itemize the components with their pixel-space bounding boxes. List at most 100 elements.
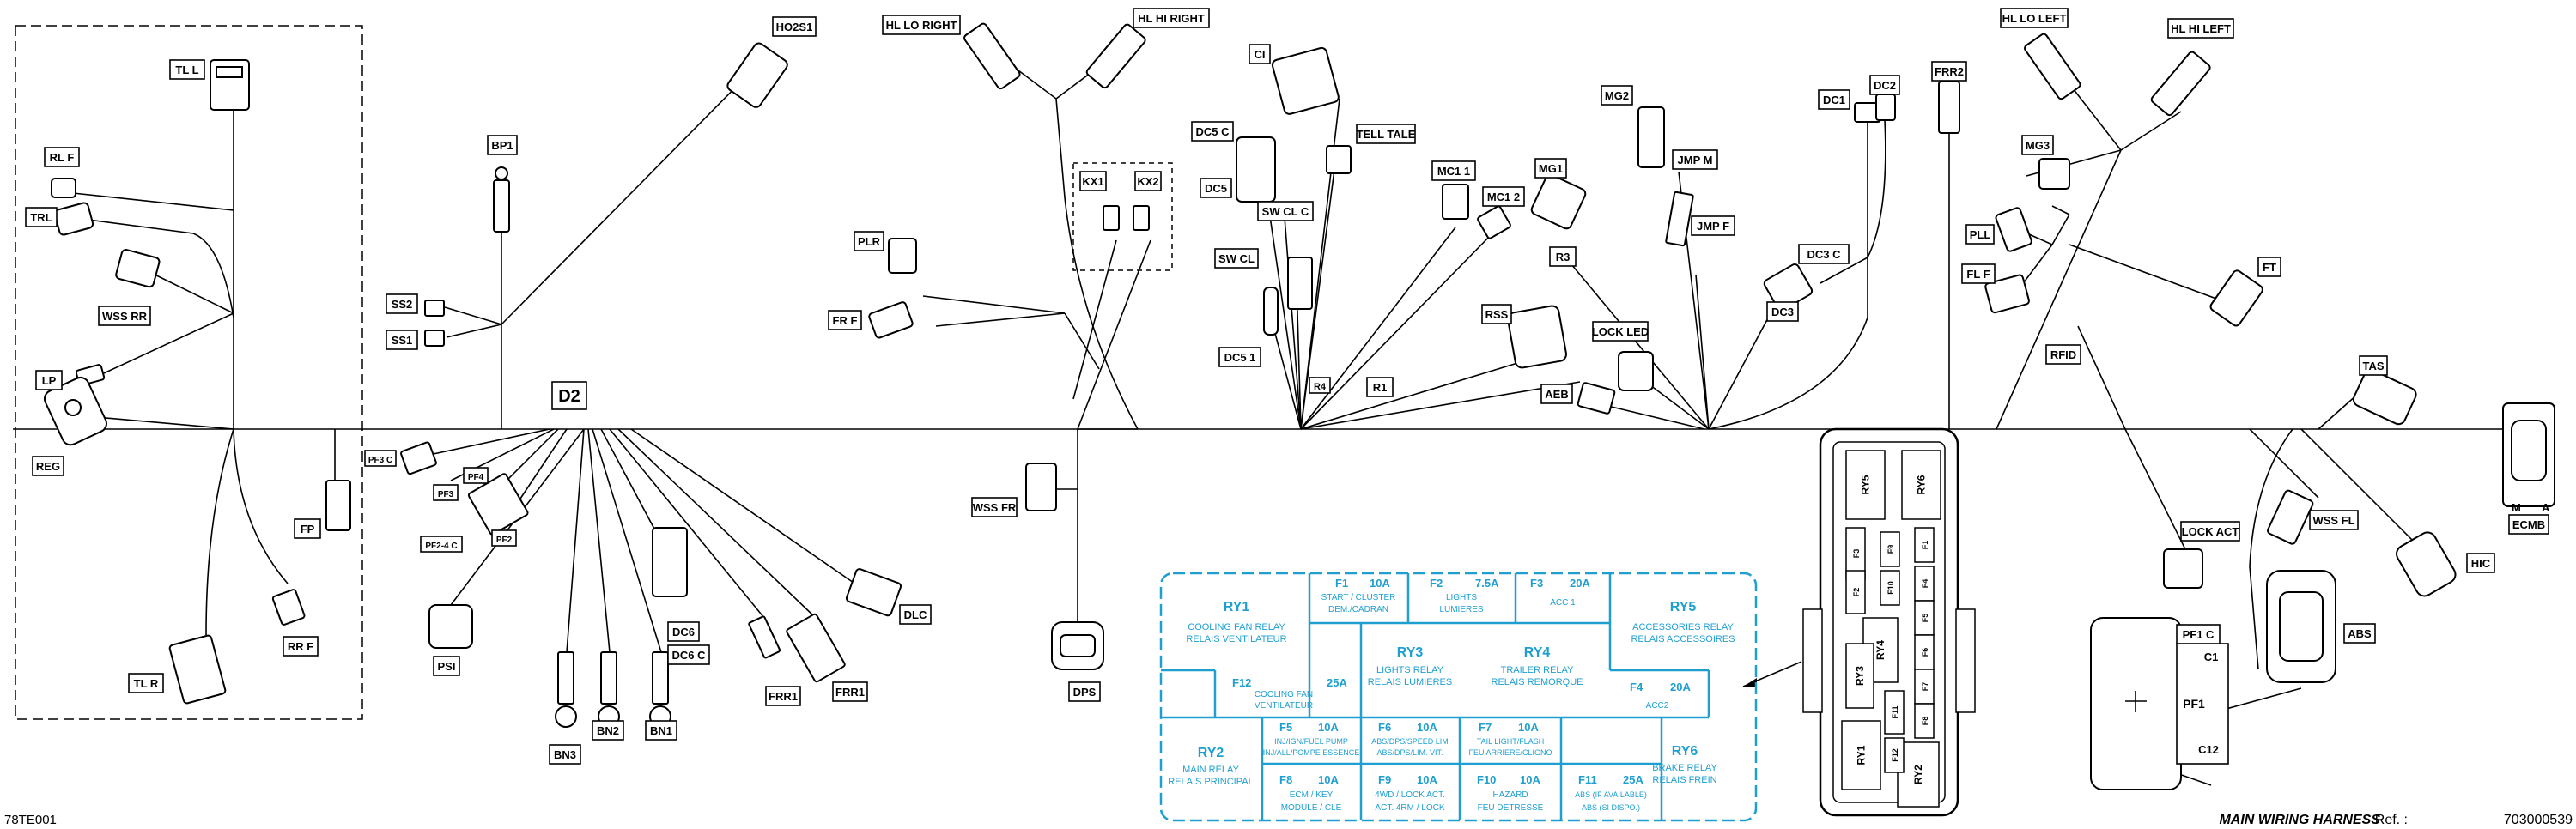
svg-text:REG: REG	[36, 460, 60, 473]
connector-trl	[53, 202, 94, 236]
svg-text:FRR1: FRR1	[769, 690, 798, 703]
kx-group-box	[1072, 162, 1173, 271]
label-pf3: PF3	[433, 484, 459, 501]
f9-amp: 10A	[1417, 773, 1437, 786]
svg-text:DC6 C: DC6 C	[671, 649, 706, 662]
svg-text:TAS: TAS	[2362, 360, 2384, 372]
svg-text:RY5: RY5	[1860, 475, 1872, 494]
connector-ci	[1271, 46, 1340, 115]
ry1-line1: COOLING FAN RELAY	[1188, 622, 1285, 632]
connector-jmp-f	[1665, 191, 1694, 247]
svg-text:RY3: RY3	[1854, 666, 1866, 686]
connector-aeb	[1577, 382, 1616, 414]
connector-wss-fr	[1025, 463, 1057, 511]
svg-text:PF2-4 C: PF2-4 C	[425, 542, 457, 551]
label-dc5: DC5	[1200, 178, 1232, 198]
label-c1: C1	[2204, 650, 2219, 663]
connector-ft	[2209, 269, 2263, 327]
ry5-id: RY5	[1670, 600, 1697, 614]
fuse-slot-f1: F1	[1914, 527, 1935, 563]
connector-bp1	[493, 166, 510, 233]
label-lock-act: LOCK ACT	[2180, 521, 2240, 542]
label-pf2c: PF2-4 C	[420, 536, 463, 553]
f11-line1: ABS (IF AVAILABLE)	[1575, 790, 1647, 799]
fuse-slot-ry6: RY6	[1901, 450, 1941, 520]
label-dc2: DC2	[1869, 75, 1900, 95]
f1-line2: DEM./CADRAN	[1328, 605, 1388, 614]
connector-hl-hi-right	[1085, 23, 1146, 89]
svg-text:F2: F2	[1852, 588, 1861, 597]
svg-text:MC1 1: MC1 1	[1437, 165, 1470, 178]
f6-line1: ABS/DPS/SPEED LIM	[1371, 737, 1449, 746]
svg-text:F12: F12	[1891, 748, 1899, 762]
svg-text:SW CL: SW CL	[1218, 252, 1255, 265]
f3-id: F3	[1530, 577, 1543, 590]
svg-text:HL HI LEFT: HL HI LEFT	[2171, 22, 2231, 35]
label-tas: TAS	[2359, 355, 2388, 376]
connector-rr-f	[271, 589, 306, 626]
fuse-slot-f11: F11	[1884, 690, 1905, 735]
f2-line2: LUMIERES	[1439, 605, 1483, 614]
svg-text:F8: F8	[1921, 717, 1929, 726]
connector-fl-f	[1984, 274, 2030, 314]
svg-text:ABS: ABS	[2348, 627, 2372, 640]
f9-id: F9	[1378, 773, 1391, 786]
connector-ss2	[424, 300, 445, 317]
label-dc1: DC1	[1818, 89, 1850, 110]
connector-hl-lo-right	[963, 22, 1021, 90]
svg-text:TELL TALE: TELL TALE	[1357, 128, 1416, 141]
svg-text:HO2S1: HO2S1	[776, 21, 813, 33]
connector-ecmb	[2502, 402, 2555, 507]
svg-text:HL HI RIGHT: HL HI RIGHT	[1138, 12, 1205, 25]
label-sw-cl: SW CL	[1214, 248, 1259, 269]
ry6-line1: BRAKE RELAY	[1652, 763, 1717, 773]
fuse-slot-f2: F2	[1845, 570, 1866, 614]
svg-text:BN1: BN1	[650, 724, 672, 737]
fuse-legend-text: RY1 COOLING FAN RELAY RELAIS VENTILATEUR…	[1168, 577, 1735, 813]
label-frr1a: FRR1	[765, 686, 801, 706]
svg-text:DC3 C: DC3 C	[1807, 248, 1841, 261]
ry3-line2: RELAIS LUMIERES	[1368, 677, 1452, 687]
label-wss-rr: WSS RR	[98, 306, 151, 326]
f10-line1: HAZARD	[1492, 790, 1528, 800]
ry6-line2: RELAIS FREIN	[1652, 775, 1716, 785]
connector-dlc	[845, 568, 902, 617]
label-r4: R4	[1309, 377, 1331, 394]
f8-amp: 10A	[1318, 773, 1339, 786]
label-aeb: AEB	[1540, 384, 1573, 404]
label-ecmb: ECMB	[2508, 514, 2549, 535]
fuse-slot-f6: F6	[1914, 634, 1935, 670]
svg-text:HL LO LEFT: HL LO LEFT	[2002, 12, 2067, 25]
svg-text:PF1 C: PF1 C	[2183, 628, 2215, 641]
svg-text:TL R: TL R	[134, 677, 159, 690]
f1-line1: START / CLUSTER	[1321, 593, 1396, 602]
f5-line1: INJ/IGN/FUEL PUMP	[1274, 737, 1348, 746]
label-bp1: BP1	[487, 135, 518, 155]
label-pll: PLL	[1965, 224, 1995, 245]
svg-text:F9: F9	[1886, 545, 1895, 554]
svg-text:DPS: DPS	[1073, 686, 1097, 699]
svg-text:DC5 1: DC5 1	[1224, 351, 1256, 364]
connector-wss-fl	[2267, 489, 2314, 545]
fuse-slot-f8: F8	[1914, 703, 1935, 739]
label-ss1: SS1	[386, 330, 418, 350]
connector-lock-led	[1618, 351, 1654, 391]
svg-text:FL F: FL F	[1966, 268, 1990, 281]
svg-text:PLR: PLR	[858, 235, 881, 248]
label-trl: TRL	[25, 207, 58, 227]
pf1-detail-box	[2176, 643, 2229, 765]
svg-text:TL L: TL L	[175, 64, 198, 76]
svg-text:PF1: PF1	[2183, 697, 2205, 711]
f1-amp: 10A	[1370, 577, 1390, 590]
connector-tl-r	[168, 634, 227, 705]
f7-amp: 10A	[1518, 721, 1539, 734]
connector-rss	[1507, 305, 1568, 369]
svg-text:SS1: SS1	[392, 334, 413, 347]
f6-amp: 10A	[1417, 721, 1437, 734]
label-bn1: BN1	[645, 720, 677, 741]
f11-amp: 25A	[1623, 773, 1643, 786]
ry2-id: RY2	[1198, 746, 1224, 760]
svg-text:FRR1: FRR1	[835, 686, 865, 699]
label-rss: RSS	[1481, 304, 1512, 324]
